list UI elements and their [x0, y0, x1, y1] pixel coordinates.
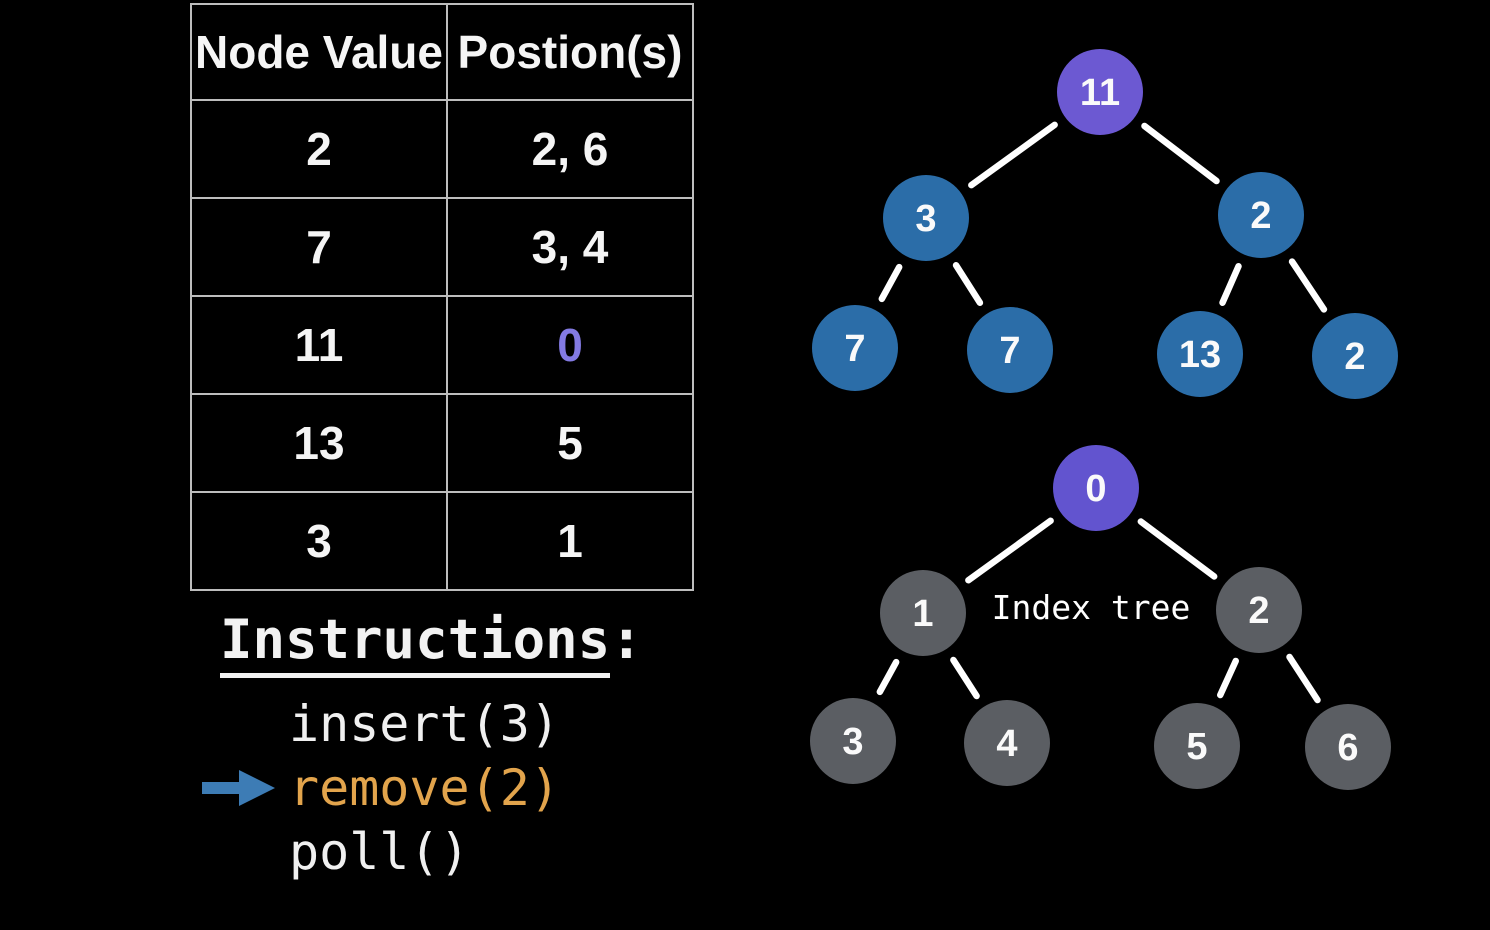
- instruction-text: remove(2): [289, 759, 560, 817]
- node-value-label: 6: [1337, 727, 1358, 769]
- node-value-label: 5: [1186, 726, 1207, 768]
- instructions-list: insert(3) remove(2) poll(): [200, 692, 560, 884]
- instructions-title-text: Instructions: [220, 608, 611, 678]
- index-tree: 0 1 2 3 4 5 6 Index tree: [810, 445, 1391, 790]
- node-circle: [1218, 172, 1304, 258]
- tree-edge: [1137, 518, 1218, 580]
- instructions-title: Instructions:: [220, 608, 643, 678]
- tree-edge: [1141, 122, 1220, 185]
- tree-edge: [1216, 657, 1240, 699]
- node-value-label: 11: [1080, 72, 1120, 114]
- value-tree-node: 7: [967, 307, 1053, 393]
- index-tree-node: 2: [1216, 567, 1302, 653]
- value-tree-node: 2: [1312, 313, 1398, 399]
- node-value-label: 7: [999, 330, 1020, 372]
- node-value-cell: 13: [190, 393, 448, 493]
- positions-cell: 5: [446, 393, 694, 493]
- index-tree-node: 1: [880, 570, 966, 656]
- value-tree-node: 3: [883, 175, 969, 261]
- node-circle: [964, 700, 1050, 786]
- node-value-label: 2: [1248, 590, 1269, 632]
- value-tree-node: 13: [1157, 311, 1243, 397]
- node-circle: [1216, 567, 1302, 653]
- tree-edge: [1288, 258, 1328, 313]
- index-tree-caption: Index tree: [992, 588, 1191, 627]
- value-tree-node: 11: [1057, 49, 1143, 135]
- positions-cell: 2, 6: [446, 99, 694, 199]
- node-circle: [880, 570, 966, 656]
- node-value-label: 2: [1250, 195, 1271, 237]
- node-value-label: 4: [996, 723, 1017, 765]
- table-header-row: Node Value Postion(s): [190, 3, 694, 101]
- node-circle: [1057, 49, 1143, 135]
- instruction-line: insert(3): [200, 692, 560, 756]
- tree-edge: [1286, 653, 1321, 704]
- node-value-label: 0: [1085, 468, 1106, 510]
- tree-edge: [965, 517, 1054, 584]
- index-tree-node: 5: [1154, 703, 1240, 789]
- instructions-title-colon: :: [610, 608, 643, 671]
- node-value-cell: 7: [190, 197, 448, 297]
- instruction-line: remove(2): [200, 756, 560, 820]
- node-value-cell: 2: [190, 99, 448, 199]
- tree-edge: [950, 656, 980, 700]
- node-circle: [1305, 704, 1391, 790]
- positions-cell: 3, 4: [446, 197, 694, 297]
- node-circle: [1157, 311, 1243, 397]
- index-tree-node: 3: [810, 698, 896, 784]
- instruction-line: poll(): [200, 820, 560, 884]
- instruction-text: insert(3): [289, 695, 560, 753]
- value-tree-node: 7: [812, 305, 898, 391]
- node-circle: [1154, 703, 1240, 789]
- node-value-cell: 11: [190, 295, 448, 395]
- positions-cell: 0: [446, 295, 694, 395]
- value-tree-node: 2: [1218, 172, 1304, 258]
- node-value-label: 1: [912, 593, 933, 635]
- instruction-text: poll(): [289, 823, 470, 881]
- index-tree-node: 4: [964, 700, 1050, 786]
- index-tree-node: 6: [1305, 704, 1391, 790]
- tree-edge: [878, 263, 903, 303]
- node-value-label: 7: [844, 328, 865, 370]
- tree-edge: [952, 261, 984, 307]
- tree-edge: [876, 658, 900, 696]
- node-circle: [810, 698, 896, 784]
- tree-edge: [968, 121, 1058, 189]
- node-circle: [1053, 445, 1139, 531]
- positions-cell: 1: [446, 491, 694, 591]
- node-circle: [883, 175, 969, 261]
- node-value-label: 3: [915, 198, 936, 240]
- node-circle: [967, 307, 1053, 393]
- value-tree: 11 3 2 7 7 13 2: [812, 49, 1398, 399]
- tree-edge: [1219, 263, 1242, 306]
- node-value-label: 3: [842, 721, 863, 763]
- node-circle: [812, 305, 898, 391]
- node-value-label: 13: [1179, 334, 1221, 376]
- node-circle: [1312, 313, 1398, 399]
- node-value-label: 2: [1344, 336, 1365, 378]
- column-header-node-value: Node Value: [190, 3, 448, 101]
- node-value-cell: 3: [190, 491, 448, 591]
- index-tree-node: 0: [1053, 445, 1139, 531]
- current-step-arrow-icon: [200, 768, 289, 808]
- column-header-positions: Postion(s): [446, 3, 694, 101]
